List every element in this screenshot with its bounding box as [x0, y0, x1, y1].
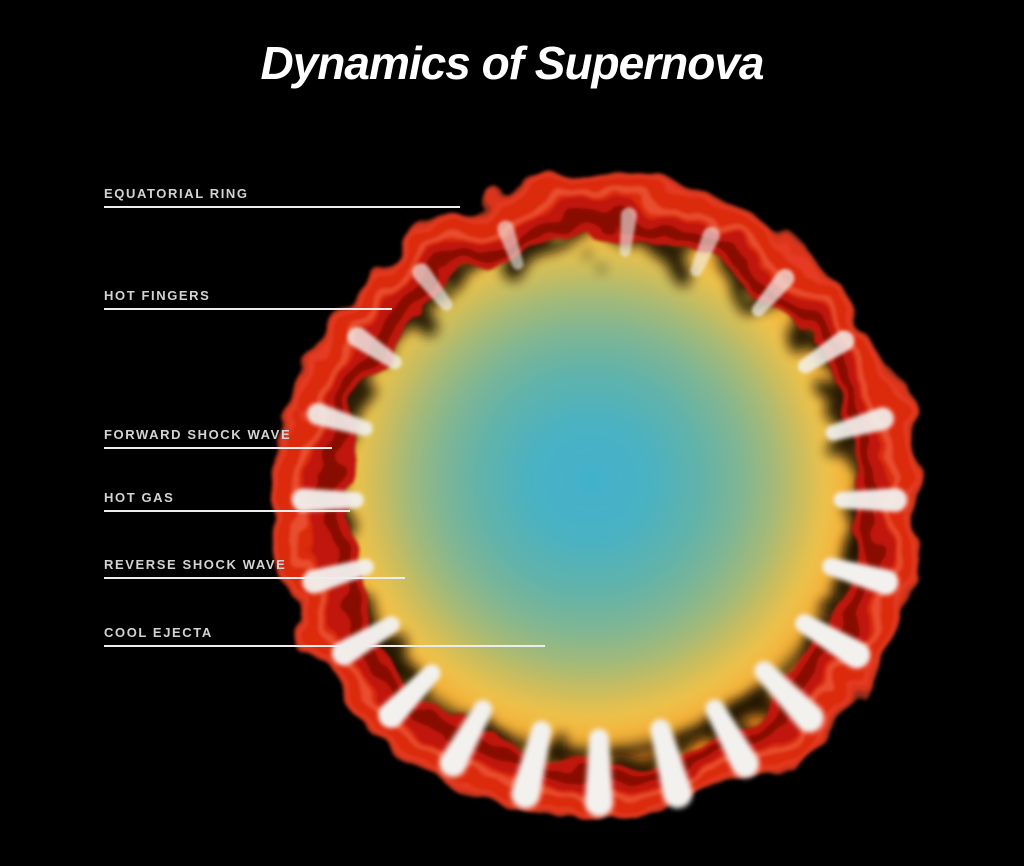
callout-label: FORWARD SHOCK WAVE: [104, 427, 292, 442]
callout-label: COOL EJECTA: [104, 625, 213, 640]
callout-label: REVERSE SHOCK WAVE: [104, 557, 287, 572]
callout-label: HOT GAS: [104, 490, 175, 505]
callout-line: [104, 308, 392, 310]
callout-line: [104, 206, 460, 208]
core-gradient-disc: [319, 220, 879, 780]
callout-forward-shock-wave: FORWARD SHOCK WAVE: [104, 427, 332, 449]
callout-label: HOT FINGERS: [104, 288, 211, 303]
callout-cool-ejecta: COOL EJECTA: [104, 625, 545, 647]
callout-line: [104, 510, 350, 512]
callout-label: EQUATORIAL RING: [104, 186, 249, 201]
callout-hot-fingers: HOT FINGERS: [104, 288, 392, 310]
callout-equatorial-ring: EQUATORIAL RING: [104, 186, 460, 208]
callout-reverse-shock-wave: REVERSE SHOCK WAVE: [104, 557, 405, 579]
callout-hot-gas: HOT GAS: [104, 490, 350, 512]
callout-line: [104, 447, 332, 449]
callout-line: [104, 645, 545, 647]
callout-line: [104, 577, 405, 579]
page-title: Dynamics of Supernova: [260, 37, 764, 89]
